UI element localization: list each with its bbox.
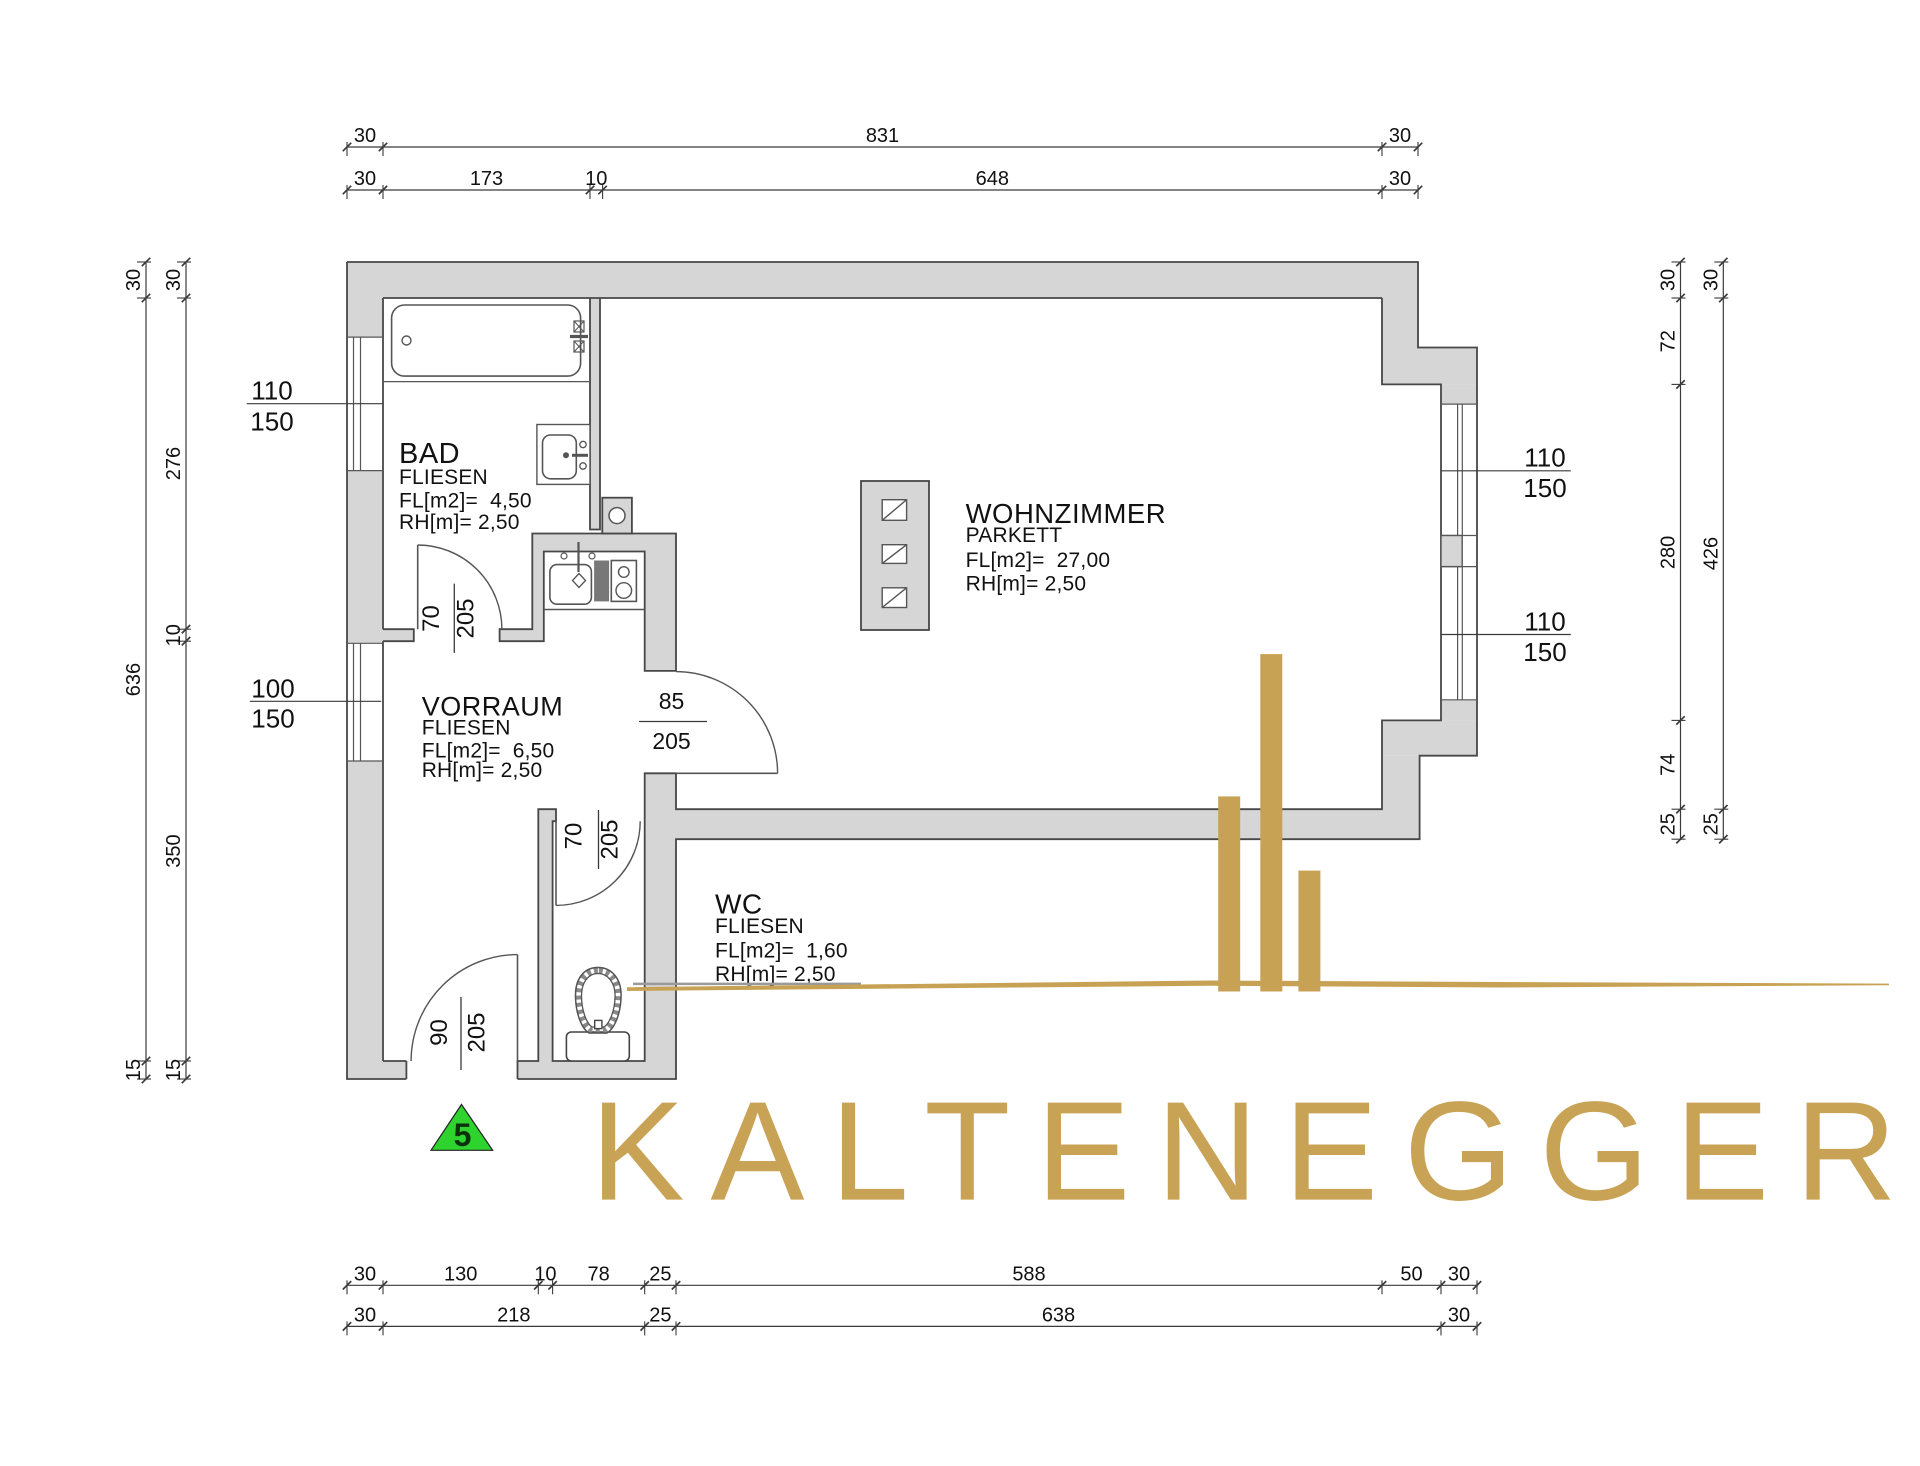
svg-text:25: 25 (1658, 813, 1680, 835)
svg-text:30: 30 (354, 168, 376, 190)
svg-text:FLIESEN: FLIESEN (715, 915, 804, 938)
svg-text:25: 25 (1700, 813, 1722, 835)
svg-text:FL[m2]= 4,50: FL[m2]= 4,50 (399, 490, 532, 513)
svg-text:205: 205 (652, 728, 690, 754)
svg-text:10: 10 (534, 1263, 556, 1285)
svg-text:150: 150 (1523, 637, 1566, 667)
svg-text:205: 205 (464, 1012, 491, 1052)
svg-text:RH[m]= 2,50: RH[m]= 2,50 (422, 759, 543, 782)
svg-text:70: 70 (418, 605, 445, 632)
svg-text:110: 110 (1524, 606, 1565, 636)
svg-text:WC: WC (715, 889, 763, 920)
svg-text:350: 350 (163, 834, 185, 867)
svg-text:150: 150 (250, 407, 293, 437)
svg-text:110: 110 (1524, 443, 1565, 473)
svg-text:10: 10 (163, 624, 185, 646)
svg-text:636: 636 (123, 663, 145, 696)
svg-text:30: 30 (1700, 269, 1722, 291)
svg-text:BAD: BAD (399, 438, 460, 470)
svg-text:15: 15 (123, 1059, 145, 1081)
svg-text:KALTENEGGER: KALTENEGGER (591, 1072, 1920, 1230)
svg-text:30: 30 (354, 1263, 376, 1285)
svg-text:85: 85 (659, 688, 685, 714)
svg-text:90: 90 (426, 1019, 453, 1046)
svg-text:100: 100 (251, 674, 294, 704)
svg-text:30: 30 (1389, 168, 1411, 190)
svg-text:FL[m2]= 6,50: FL[m2]= 6,50 (422, 740, 555, 763)
svg-text:831: 831 (866, 125, 899, 147)
svg-text:30: 30 (1448, 1304, 1470, 1326)
svg-text:74: 74 (1658, 754, 1680, 776)
svg-text:150: 150 (251, 704, 294, 734)
svg-text:638: 638 (1042, 1304, 1075, 1326)
svg-text:50: 50 (1400, 1263, 1422, 1285)
svg-text:5: 5 (454, 1117, 472, 1153)
svg-text:648: 648 (976, 168, 1009, 190)
svg-text:WOHNZIMMER: WOHNZIMMER (966, 498, 1167, 529)
svg-text:218: 218 (497, 1304, 530, 1326)
svg-text:FL[m2]= 1,60: FL[m2]= 1,60 (715, 940, 848, 963)
svg-text:10: 10 (585, 168, 607, 190)
svg-text:RH[m]= 2,50: RH[m]= 2,50 (966, 573, 1087, 596)
svg-text:173: 173 (470, 168, 503, 190)
svg-text:15: 15 (163, 1059, 185, 1081)
svg-text:205: 205 (453, 598, 480, 638)
svg-text:426: 426 (1700, 537, 1722, 570)
svg-text:276: 276 (163, 447, 185, 480)
svg-text:25: 25 (649, 1304, 671, 1326)
svg-text:110: 110 (251, 376, 292, 406)
svg-text:72: 72 (1658, 330, 1680, 352)
svg-text:PARKETT: PARKETT (966, 524, 1063, 547)
svg-text:30: 30 (1658, 269, 1680, 291)
svg-text:30: 30 (163, 269, 185, 291)
svg-text:FL[m2]= 27,00: FL[m2]= 27,00 (966, 549, 1111, 572)
svg-text:VORRAUM: VORRAUM (422, 692, 564, 722)
svg-text:588: 588 (1012, 1263, 1045, 1285)
svg-text:30: 30 (123, 269, 145, 291)
svg-text:RH[m]= 2,50: RH[m]= 2,50 (399, 511, 520, 534)
svg-text:RH[m]= 2,50: RH[m]= 2,50 (715, 963, 836, 986)
svg-text:30: 30 (1389, 125, 1411, 147)
svg-text:150: 150 (1523, 473, 1566, 503)
svg-text:30: 30 (354, 125, 376, 147)
svg-text:130: 130 (444, 1263, 477, 1285)
svg-text:30: 30 (354, 1304, 376, 1326)
svg-text:205: 205 (597, 819, 624, 859)
svg-text:25: 25 (649, 1263, 671, 1285)
svg-text:280: 280 (1658, 536, 1680, 569)
svg-text:70: 70 (561, 823, 588, 850)
svg-text:78: 78 (588, 1263, 610, 1285)
svg-text:FLIESEN: FLIESEN (422, 717, 511, 740)
svg-text:30: 30 (1448, 1263, 1470, 1285)
svg-text:FLIESEN: FLIESEN (399, 466, 488, 489)
